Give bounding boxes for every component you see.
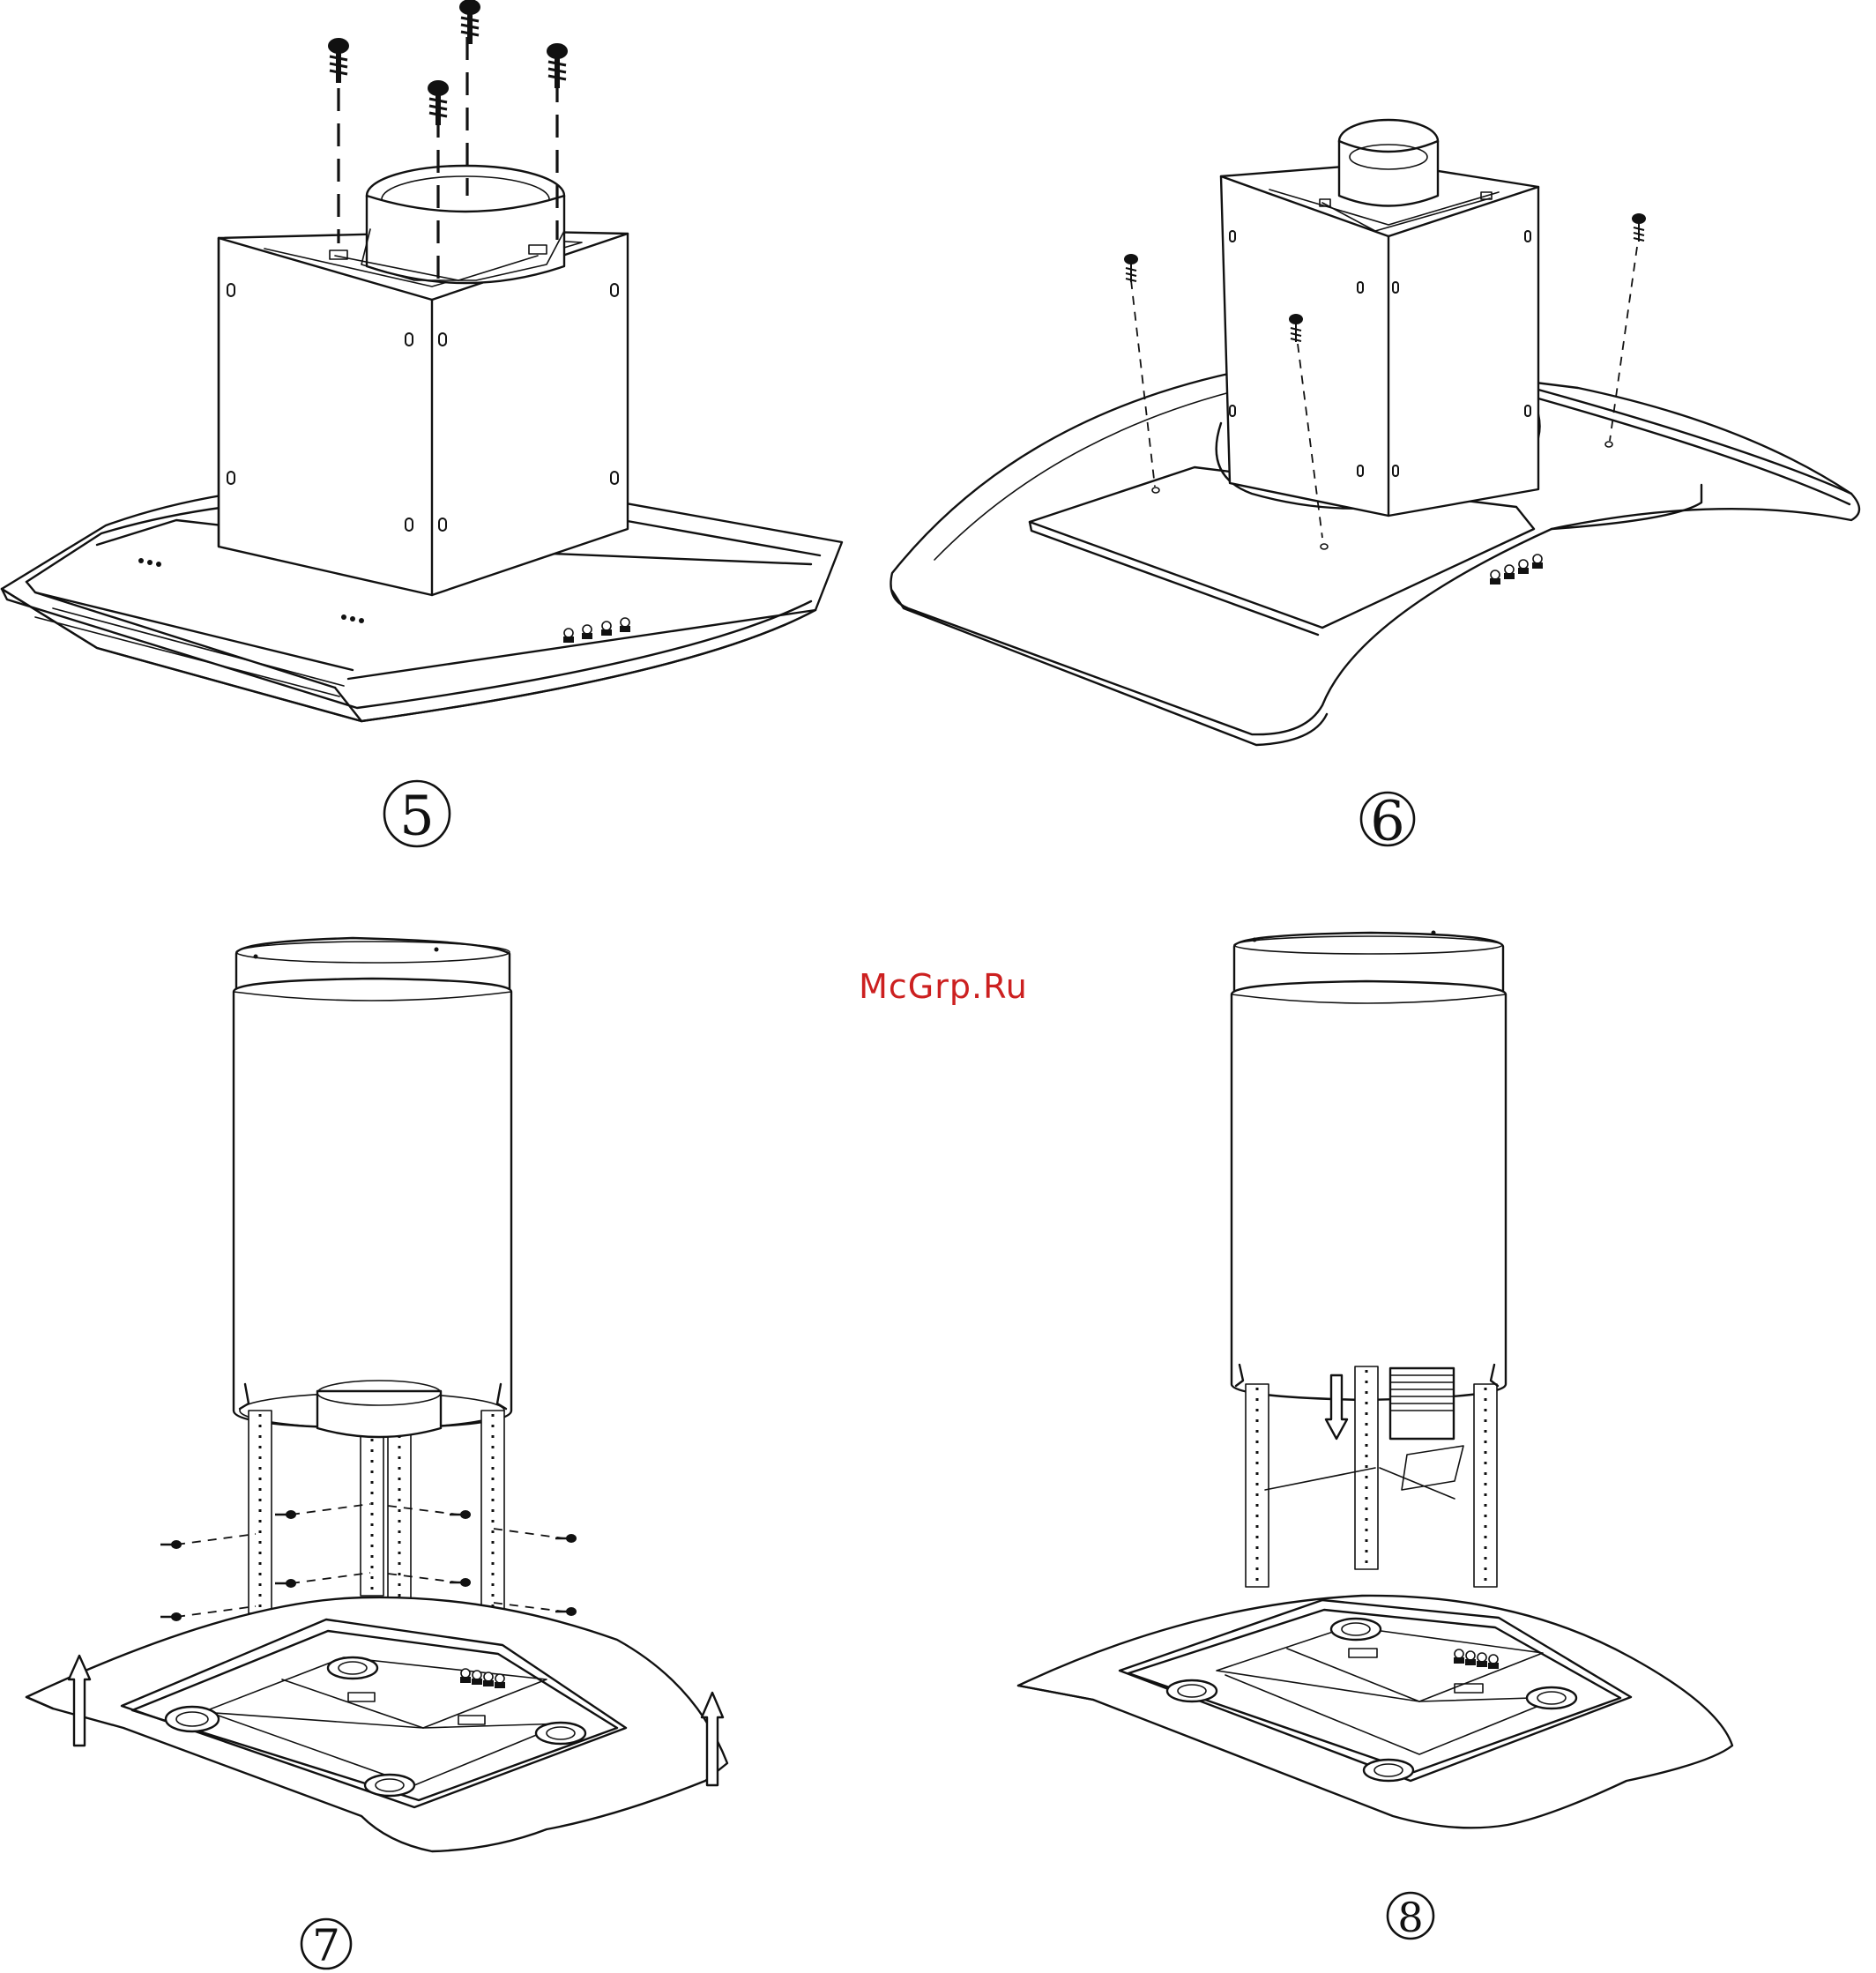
step-6-number: 6 xyxy=(1370,789,1404,853)
step-5-marker: 5 xyxy=(384,781,450,848)
step-6-marker: 6 xyxy=(1361,789,1414,853)
step-6-figure xyxy=(890,120,1859,745)
step-5-number: 5 xyxy=(399,784,434,848)
step-8-number: 8 xyxy=(1397,1894,1423,1941)
step-5-figure xyxy=(2,0,842,721)
step-7-marker: 7 xyxy=(302,1919,351,1971)
step-7-number: 7 xyxy=(312,1920,340,1971)
step-8-figure xyxy=(1018,931,1732,1828)
watermark-text: McGrp.Ru xyxy=(859,967,1028,1006)
step-7-figure xyxy=(26,938,727,1851)
step-8-marker: 8 xyxy=(1388,1893,1433,1941)
